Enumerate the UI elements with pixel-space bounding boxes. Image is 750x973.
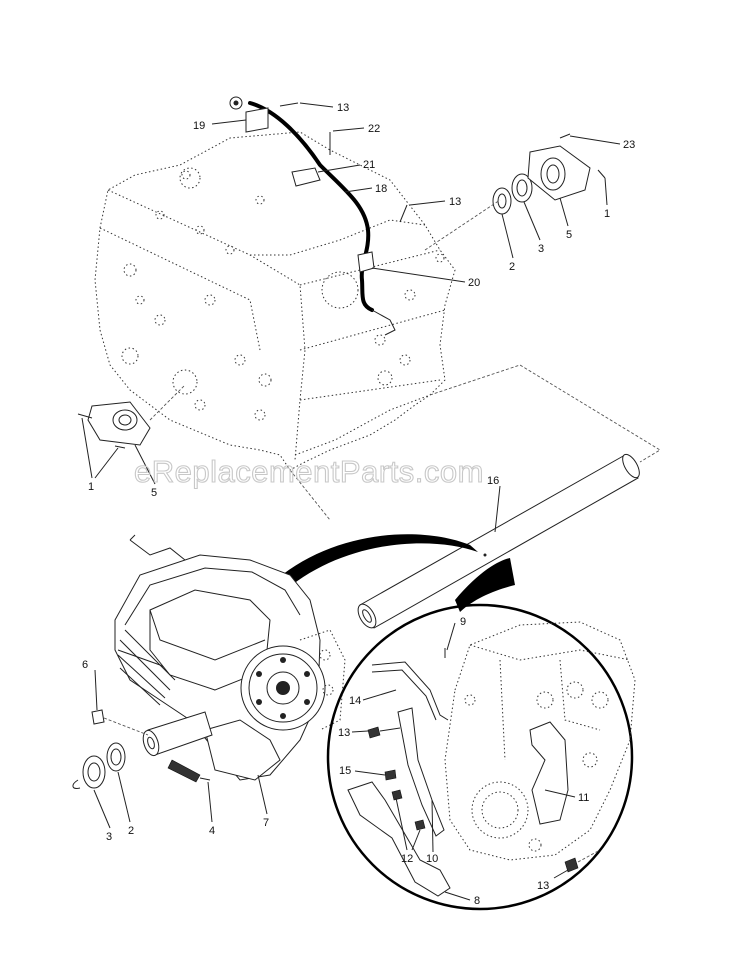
control-cable: [229, 96, 408, 336]
upper-bearing-assembly: [424, 133, 606, 251]
callout-8: 8: [474, 895, 480, 907]
detail-inset: [326, 603, 636, 911]
callout-leaders: [81, 102, 621, 901]
callout-9: 9: [460, 616, 466, 628]
callout-3a: 3: [538, 243, 544, 255]
callout-16: 16: [487, 475, 499, 487]
callout-13a: 13: [337, 102, 349, 114]
callout-4: 4: [209, 825, 215, 837]
callout-6: 6: [82, 659, 88, 671]
callout-21: 21: [363, 159, 375, 171]
callout-7: 7: [263, 817, 269, 829]
callout-13d: 13: [537, 880, 549, 892]
callout-5a: 5: [566, 229, 572, 241]
callout-18: 18: [375, 183, 387, 195]
callout-20: 20: [468, 277, 480, 289]
gearbox-assembly: [114, 534, 346, 781]
callout-13c: 13: [338, 727, 350, 739]
callout-13b: 13: [449, 196, 461, 208]
callout-10: 10: [426, 853, 438, 865]
callout-2a: 2: [509, 261, 515, 273]
callout-23: 23: [623, 139, 635, 151]
callout-1b: 1: [88, 481, 94, 493]
callout-2b: 2: [128, 825, 134, 837]
callout-5b: 5: [151, 487, 157, 499]
callout-labels: 13 19 22 21 18 13 20 23 2 3 5 1 1 5 16 9…: [82, 102, 635, 907]
callout-15: 15: [339, 765, 351, 777]
callout-12: 12: [401, 853, 413, 865]
callout-1a: 1: [604, 208, 610, 220]
left-bearing-flange: [77, 384, 186, 449]
shaft-tube: [357, 453, 640, 629]
auger-housing: [94, 131, 456, 471]
output-shaft: [72, 709, 213, 789]
watermark: eReplacementParts.com: [134, 454, 484, 489]
callout-19: 19: [193, 120, 205, 132]
callout-3b: 3: [106, 831, 112, 843]
callout-22: 22: [368, 123, 380, 135]
callout-14: 14: [349, 695, 361, 707]
callout-11: 11: [578, 792, 589, 804]
